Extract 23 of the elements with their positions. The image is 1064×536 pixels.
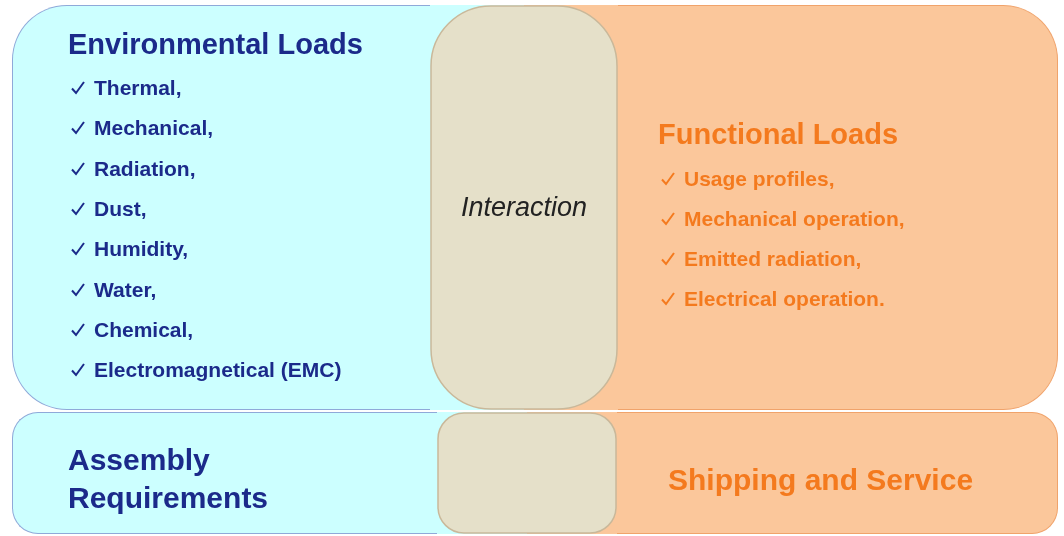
overlap-region [437,412,617,534]
region-label: Interaction [460,192,588,223]
requirement-panel [617,412,1058,534]
load-category-panel [12,5,430,410]
list-item: Usage profiles, [684,167,835,191]
list-item: Humidity, [94,237,189,262]
overlap-region [430,5,618,410]
panel-heading: Environmental Loads [68,28,363,61]
list-item: Electromagnetical (EMC) [94,358,342,383]
list-item: Radiation, [94,156,196,181]
list-item: Chemical, [94,317,194,342]
panel-heading: Shipping and Service [668,462,975,498]
list-item: Dust, [94,196,147,221]
requirement-panel [12,412,437,534]
list-item: Emitted radiation, [684,247,862,271]
list-item: Water, [94,277,157,302]
list-item: Electrical operation. [684,287,885,311]
load-category-panel [618,5,1058,410]
panel-heading: Functional Loads [658,118,899,151]
list-item: Mechanical, [94,116,214,141]
panel-heading: Assembly Requirements [68,442,270,516]
list-item: Thermal, [94,76,182,100]
list-item: Mechanical operation, [684,207,905,231]
